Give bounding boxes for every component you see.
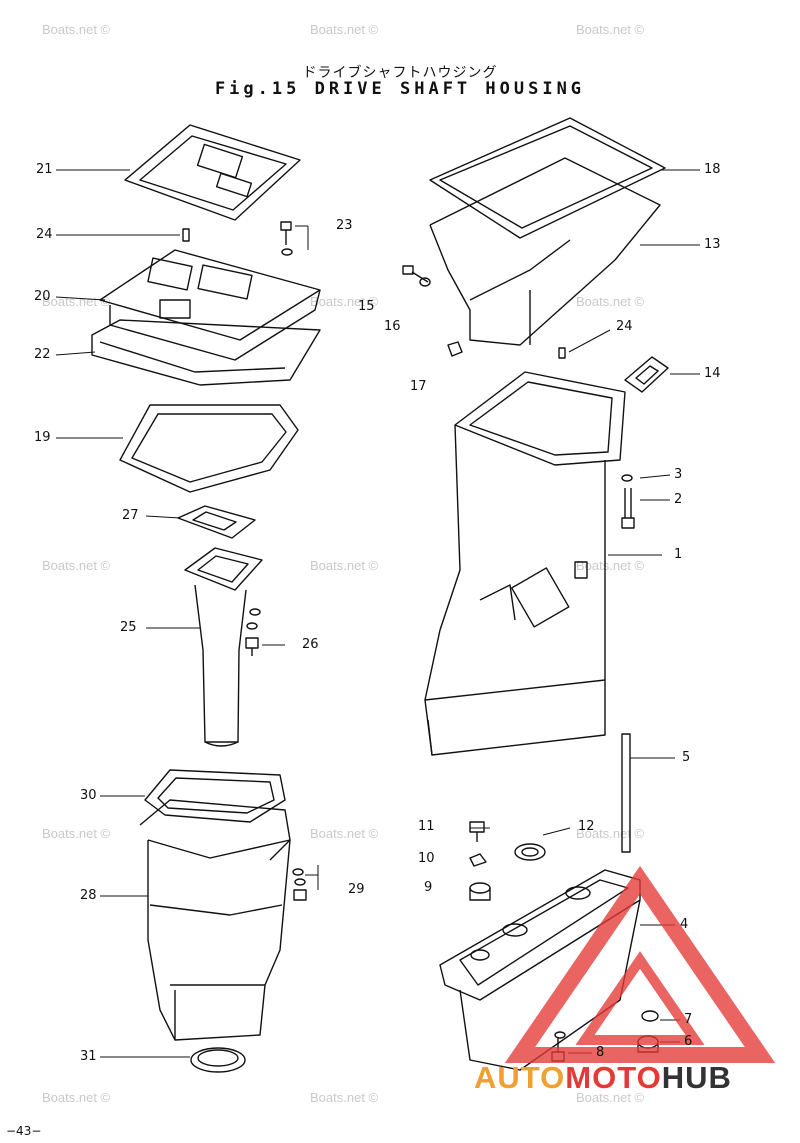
callout-part-8: 8 (596, 1045, 605, 1060)
part-21-gasket (124, 124, 301, 221)
part-1-drive-shaft-housing (424, 371, 626, 756)
watermark: Boats.net © (310, 294, 379, 309)
part-18-seal (429, 117, 666, 239)
callout-part-6: 6 (684, 1034, 693, 1049)
part-5-stud (621, 733, 631, 853)
logo-part-moto: MOTO (565, 1060, 662, 1095)
watermark: Boats.net © (310, 22, 379, 37)
part-28-oil-pan (139, 799, 291, 1041)
part-17-nut (447, 341, 463, 357)
part-30-gasket (144, 769, 286, 823)
callout-part-11: 11 (418, 819, 435, 834)
callout-part-29: 29 (348, 882, 365, 897)
part-19-gasket (119, 404, 299, 493)
callout-part-14: 14 (704, 366, 721, 381)
callout-part-4: 4 (680, 917, 689, 932)
part-31-seal (190, 1047, 246, 1073)
callout-part-13: 13 (704, 237, 721, 252)
watermark: Boats.net © (42, 294, 111, 309)
watermark: Boats.net © (576, 22, 645, 37)
callout-part-21: 21 (36, 162, 53, 177)
autmotohub-logo-icon (504, 865, 776, 1063)
part-12-grommet (514, 843, 546, 861)
part-7-washer (641, 1010, 659, 1022)
callout-part-2: 2 (674, 492, 683, 507)
part-25-exhaust-pipe (184, 547, 263, 747)
callout-part-5: 5 (682, 750, 691, 765)
part-29-bolt (292, 868, 307, 901)
part-16-washer (419, 277, 431, 287)
callout-part-20: 20 (34, 289, 51, 304)
callout-part-25: 25 (120, 620, 137, 635)
watermark: Boats.net © (42, 558, 111, 573)
logo-part-hub: HUB (661, 1060, 732, 1095)
page-number: −43− (6, 1124, 42, 1138)
part-15-bolt (402, 265, 429, 283)
callout-part-19: 19 (34, 430, 51, 445)
callout-part-30: 30 (80, 788, 97, 803)
watermark: Boats.net © (42, 1090, 111, 1105)
part-22-gasket (91, 319, 321, 386)
watermark: Boats.net © (310, 558, 379, 573)
watermark: Boats.net © (42, 826, 111, 841)
part-20-exhaust-plate (99, 249, 321, 361)
watermark: Boats.net © (576, 558, 645, 573)
part-9-nut (469, 882, 491, 901)
callout-part-22: 22 (34, 347, 51, 362)
callout-part-27: 27 (122, 508, 139, 523)
callout-part-7: 7 (684, 1012, 693, 1027)
watermark: Boats.net © (310, 826, 379, 841)
callout-part-28: 28 (80, 888, 97, 903)
callout-part-3: 3 (674, 467, 683, 482)
part-24-dowel-pin (182, 228, 190, 242)
diagram-title-japanese: ドライブシャフトハウジング (302, 65, 498, 81)
part-27-gasket (177, 505, 256, 539)
logo-wordmark: AUTOMOTOHUB (474, 1060, 732, 1096)
part-2-bolt (621, 488, 635, 529)
part-3-washer (621, 474, 633, 482)
callout-part-9: 9 (424, 880, 433, 895)
part-23-bolt (280, 221, 293, 256)
part-26-bolt (245, 608, 261, 656)
callout-part-24: 24 (36, 227, 53, 242)
part-11-screw (469, 821, 485, 842)
callout-part-24: 24 (616, 319, 633, 334)
callout-part-31: 31 (80, 1049, 97, 1064)
diagram-title: Fig.15 DRIVE SHAFT HOUSING (214, 79, 586, 99)
part-10-clip (469, 853, 487, 867)
watermark: Boats.net © (576, 294, 645, 309)
leader-lines (55, 169, 700, 1058)
callout-part-18: 18 (704, 162, 721, 177)
callout-part-12: 12 (578, 819, 595, 834)
callout-part-1: 1 (674, 547, 683, 562)
part-14-grommet (624, 356, 669, 393)
callout-part-17: 17 (410, 379, 427, 394)
watermark: Boats.net © (42, 22, 111, 37)
part-24-dowel-pin (558, 347, 566, 359)
callout-part-15: 15 (358, 299, 375, 314)
part-4-lower-casing (439, 869, 641, 1071)
part-13-cover (429, 157, 661, 346)
callout-part-26: 26 (302, 637, 319, 652)
watermark: Boats.net © (310, 1090, 379, 1105)
callout-part-23: 23 (336, 218, 353, 233)
watermark: Boats.net © (576, 826, 645, 841)
callout-part-16: 16 (384, 319, 401, 334)
logo-part-auto: AUTO (474, 1060, 566, 1095)
watermark: Boats.net © (576, 1090, 645, 1105)
callout-part-10: 10 (418, 851, 435, 866)
